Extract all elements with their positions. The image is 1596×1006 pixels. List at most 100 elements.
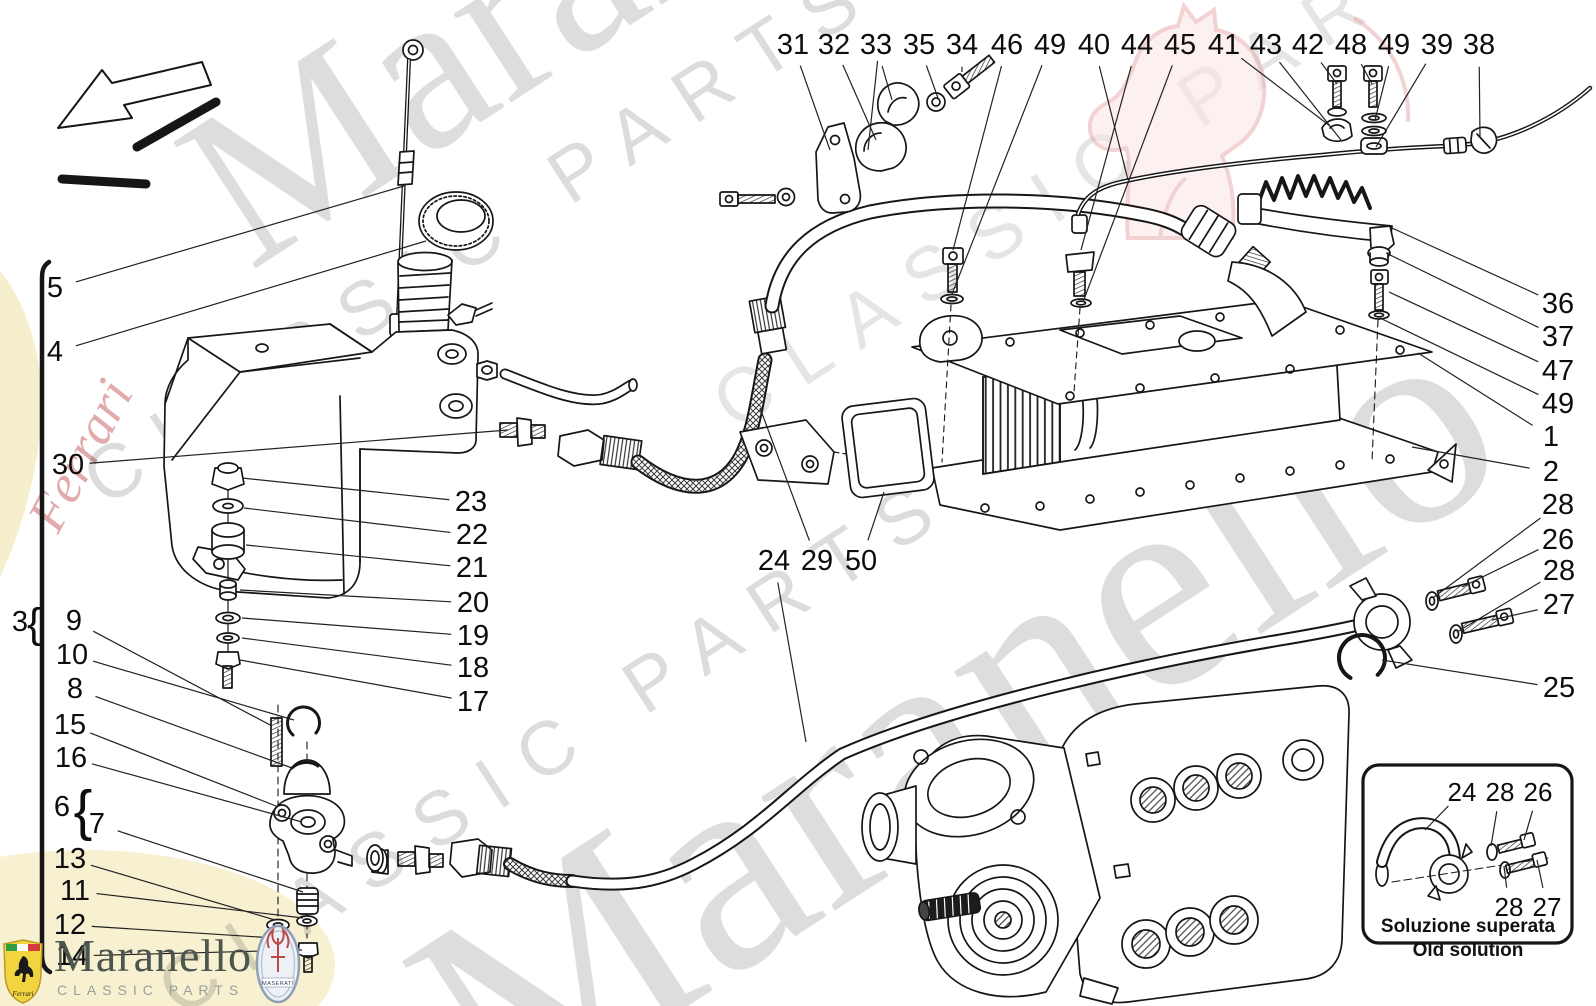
relief-valve-assembly (265, 704, 384, 973)
filler-neck (397, 251, 453, 333)
exchanger-top-plate (911, 299, 1433, 405)
leader-line (1381, 659, 1538, 686)
gasket-25 (1337, 633, 1387, 683)
part-callout-39: 39 (1421, 29, 1453, 61)
leader-line (1433, 517, 1541, 598)
leader-line (239, 589, 452, 603)
part-callout-2: 2 (1543, 456, 1559, 488)
outlet-nipple (499, 417, 546, 447)
part-callout-36: 36 (1542, 288, 1574, 320)
brand-name: Maranello (54, 930, 253, 981)
part-callout-35: 35 (903, 29, 935, 61)
part-callout-14: 14 (56, 940, 88, 972)
oil-tank (163, 39, 638, 689)
clamp-saddle-32 (854, 121, 907, 172)
leader-line (1536, 859, 1544, 889)
leader-line (1379, 317, 1539, 396)
part-callout-21: 21 (456, 552, 488, 584)
part-callout-41: 41 (1208, 29, 1240, 61)
part-callout-32: 32 (818, 29, 850, 61)
part-callout-4: 4 (47, 336, 63, 368)
part-callout-13: 13 (54, 843, 86, 875)
part-callout-50: 50 (845, 545, 877, 577)
part-callout-28: 28 (1542, 489, 1574, 521)
part-callout-23: 23 (455, 486, 487, 518)
part-callout-49: 49 (1378, 29, 1410, 61)
watermark-shield-bottom (0, 850, 335, 1006)
part-callout-33: 33 (860, 29, 892, 61)
leader-line (1523, 810, 1534, 841)
heat-exchanger (739, 85, 1593, 531)
leader-line (1424, 805, 1449, 831)
part-callout-47: 47 (1542, 355, 1574, 387)
breather-hose (499, 368, 638, 406)
part-callout-20: 20 (457, 587, 489, 619)
group-bracket-3 (39, 259, 53, 975)
leader-line (241, 637, 452, 666)
pipe-flange (1337, 575, 1515, 683)
valve-dome-8 (283, 759, 331, 795)
leader-line (91, 763, 303, 823)
bracket-31 (815, 122, 862, 214)
inset-old-solution (1361, 763, 1574, 945)
sensor-fitting-44 (1065, 214, 1095, 393)
leader-line (951, 65, 1043, 295)
group-brace: { (27, 600, 41, 647)
part-callout-19: 19 (457, 620, 489, 652)
part-callout-31: 31 (777, 29, 809, 61)
leader-line (1417, 352, 1533, 426)
pump-rear-housing (1061, 684, 1350, 1004)
leader-line (117, 830, 304, 893)
leader-line (1391, 227, 1539, 296)
leader-line (1478, 66, 1481, 139)
leader-line (241, 617, 452, 635)
leader-line (1456, 581, 1541, 633)
part-callout-26: 26 (1524, 777, 1553, 807)
clamp-top-33 (876, 82, 920, 126)
hose-union-nut (1180, 204, 1237, 258)
leader-line (925, 65, 939, 99)
inset-caption-english: Old solution (1412, 940, 1524, 961)
leader-line (1411, 446, 1530, 469)
leader-line (1388, 291, 1539, 363)
leader-line (243, 507, 451, 534)
part-callout-49: 49 (1034, 29, 1066, 61)
part-callout-24: 24 (758, 545, 790, 577)
leader-line (1320, 62, 1338, 85)
part-callout-43: 43 (1250, 29, 1282, 61)
leader-line (1375, 63, 1427, 148)
leader-line (89, 429, 509, 464)
leader-line (952, 65, 1003, 251)
leader-line (1503, 865, 1508, 888)
leader-line (1082, 65, 1173, 303)
gasket-50 (841, 397, 935, 499)
part-callout-38: 38 (1463, 29, 1495, 61)
leader-line (777, 582, 807, 743)
part-callout-28: 28 (1486, 777, 1515, 807)
part-callout-45: 45 (1164, 29, 1196, 61)
part-callout-28: 28 (1543, 555, 1575, 587)
leader-line (95, 695, 293, 769)
leader-line (1240, 57, 1331, 127)
water-pump (861, 684, 1350, 1005)
leader-line (96, 892, 304, 919)
part-callout-30: 30 (52, 449, 84, 481)
ferrari-shield-logo: Ferrari (3, 939, 43, 1004)
leader-line (1098, 65, 1129, 181)
inlet-snout (1227, 261, 1307, 337)
leader-line (75, 240, 427, 347)
part-callout-29: 29 (801, 545, 833, 577)
group-brace: { (74, 779, 93, 842)
leader-line (1385, 252, 1539, 328)
part-callout-42: 42 (1292, 29, 1324, 61)
part-callout-24: 24 (1448, 777, 1477, 807)
brand-logo: Maranello CLASSIC PARTS (4, 930, 253, 999)
part-callout-10: 10 (56, 639, 88, 671)
leader-line (1490, 811, 1498, 847)
part-callout-37: 37 (1542, 321, 1574, 353)
leader-line (75, 185, 405, 283)
bolt-46 (940, 247, 964, 463)
part-callout-16: 16 (55, 742, 87, 774)
part-callout-15: 15 (54, 709, 86, 741)
part-callout-5: 5 (47, 272, 63, 304)
